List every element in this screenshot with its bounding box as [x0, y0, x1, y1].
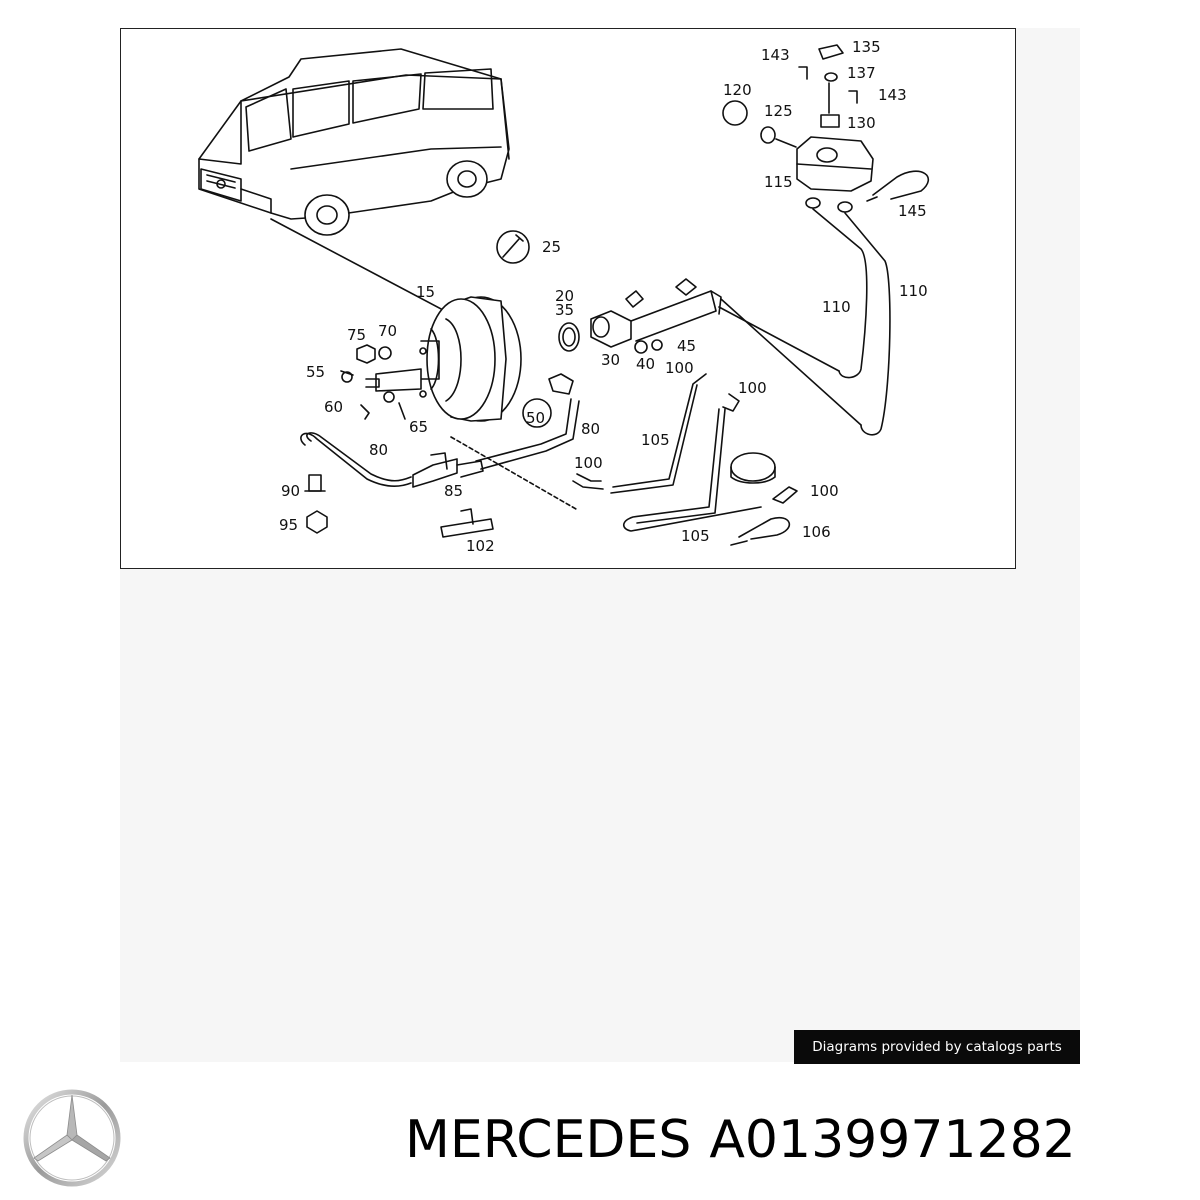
callout-35: 35 [555, 301, 574, 319]
callout-100-c: 100 [738, 379, 767, 397]
vacuum-hose-80 [306, 432, 412, 482]
callout-15: 15 [416, 283, 435, 301]
parts-drawing: 15 20 25 30 35 40 45 50 55 60 65 70 75 8… [198, 38, 929, 555]
callout-85: 85 [444, 482, 463, 500]
callout-110-b: 110 [899, 282, 928, 300]
callout-90: 90 [281, 482, 300, 500]
check-valve [412, 452, 484, 488]
callout-75: 75 [347, 326, 366, 344]
callout-115: 115 [764, 173, 793, 191]
callout-70: 70 [378, 322, 397, 340]
callout-25: 25 [542, 238, 561, 256]
callout-65: 65 [409, 418, 428, 436]
callout-45: 45 [677, 337, 696, 355]
credit-banner: Diagrams provided by catalogs parts [794, 1030, 1080, 1064]
brake-booster [365, 296, 522, 422]
callout-40: 40 [636, 355, 655, 373]
parts-diagram: 15 20 25 30 35 40 45 50 55 60 65 70 75 8… [120, 28, 1016, 569]
callout-145: 145 [898, 202, 927, 220]
callout-120: 120 [723, 81, 752, 99]
part-number: A0139971282 [709, 1110, 1076, 1170]
hose-105-lower [622, 408, 762, 532]
callout-105-upper: 105 [641, 431, 670, 449]
brand-name: MERCEDES [405, 1110, 692, 1170]
hose-80-upper [475, 398, 572, 462]
callout-143-a: 143 [761, 46, 790, 64]
brand-part-number: MERCEDES A0139971282 [405, 1110, 1195, 1170]
van-illustration [198, 48, 510, 236]
small-fittings-left [340, 344, 406, 420]
wrench-icon [496, 230, 530, 264]
callout-55: 55 [306, 363, 325, 381]
callout-137: 137 [847, 64, 876, 82]
return-line-110-b [844, 212, 891, 436]
master-cylinder [590, 278, 722, 348]
callout-125: 125 [764, 102, 793, 120]
callout-30: 30 [601, 351, 620, 369]
callout-110-a: 110 [822, 298, 851, 316]
return-line-110-a [812, 208, 868, 379]
callout-106: 106 [802, 523, 831, 541]
hose-100-a [576, 473, 602, 482]
cable-tie-145 [872, 170, 929, 200]
callout-143-b: 143 [878, 86, 907, 104]
callout-102: 102 [466, 537, 495, 555]
callout-20: 20 [555, 287, 574, 305]
callout-100-a: 100 [574, 454, 603, 472]
clip-106 [738, 516, 790, 540]
cap [730, 452, 776, 482]
seal-ring [558, 322, 580, 352]
hose-105-upper [612, 373, 707, 488]
callout-50: 50 [526, 409, 545, 427]
callout-95: 95 [279, 516, 298, 534]
callout-80-upper: 80 [581, 420, 600, 438]
reservoir [796, 136, 874, 213]
mercedes-star-logo [22, 1088, 122, 1188]
callout-60: 60 [324, 398, 343, 416]
callout-100-b: 100 [665, 359, 694, 377]
callout-105-lower: 105 [681, 527, 710, 545]
callout-130: 130 [847, 114, 876, 132]
credit-text: Diagrams provided by catalogs parts [812, 1039, 1062, 1055]
callout-100-d: 100 [810, 482, 839, 500]
callout-135: 135 [852, 38, 881, 56]
callout-80-lower: 80 [369, 441, 388, 459]
callout-labels: 15 20 25 30 35 40 45 50 55 60 65 70 75 8… [279, 38, 928, 555]
hose-100-b [722, 393, 740, 412]
